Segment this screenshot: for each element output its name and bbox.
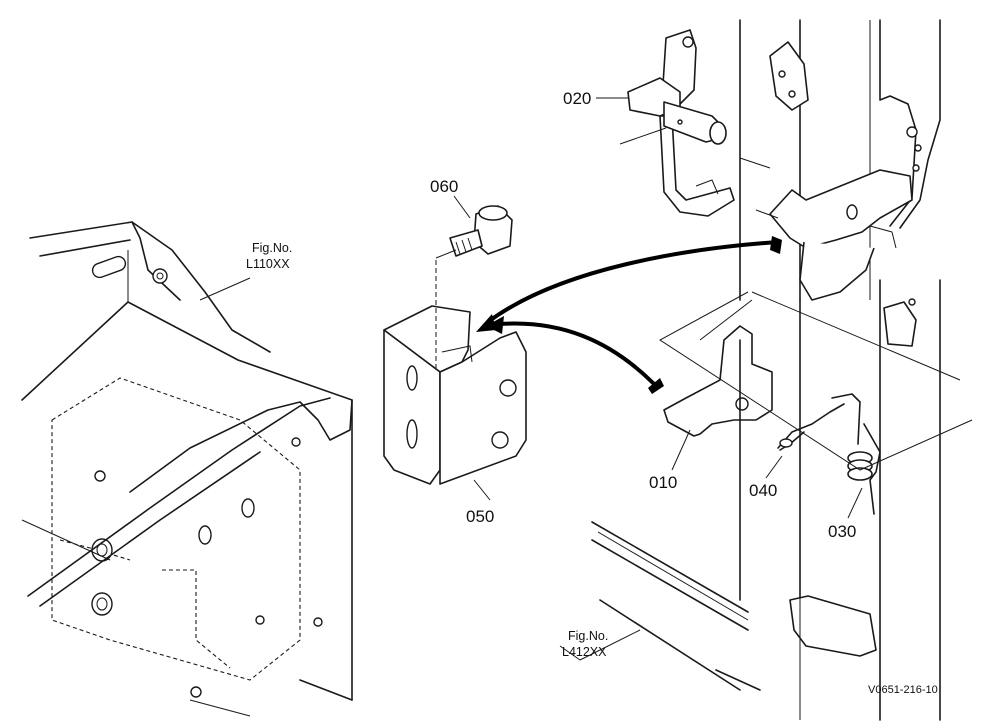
- part-labels: 020 060 050 010 040 030: [430, 89, 856, 541]
- fig-ref-number-1: L110XX: [246, 257, 290, 271]
- figure-references: Fig.No. L110XX Fig.No. L412XX: [246, 241, 608, 659]
- part-label-010: 010: [649, 473, 677, 492]
- part-label-050: 050: [466, 507, 494, 526]
- drawing-code: V0651-216-10: [868, 684, 938, 696]
- frame-assembly: [21, 221, 353, 717]
- fig-ref-label-1: Fig.No.: [252, 241, 292, 255]
- latch-plate-010: [663, 325, 773, 437]
- part-label-060: 060: [430, 177, 458, 196]
- clip-040: [777, 403, 845, 451]
- fig-ref-number-2: L412XX: [562, 645, 607, 659]
- lower-rails: [591, 521, 881, 720]
- part-label-020: 020: [563, 89, 591, 108]
- fig-ref-label-2: Fig.No.: [568, 629, 608, 643]
- assembly-arrows: [476, 236, 782, 394]
- spring-030: [831, 393, 881, 515]
- part-label-040: 040: [749, 481, 777, 500]
- bolt-060: [435, 205, 513, 259]
- leader-lines: [199, 97, 863, 661]
- right-frame: [659, 19, 973, 721]
- pin-lever-020: [619, 29, 735, 217]
- bracket-050: [383, 260, 527, 485]
- part-label-030: 030: [828, 522, 856, 541]
